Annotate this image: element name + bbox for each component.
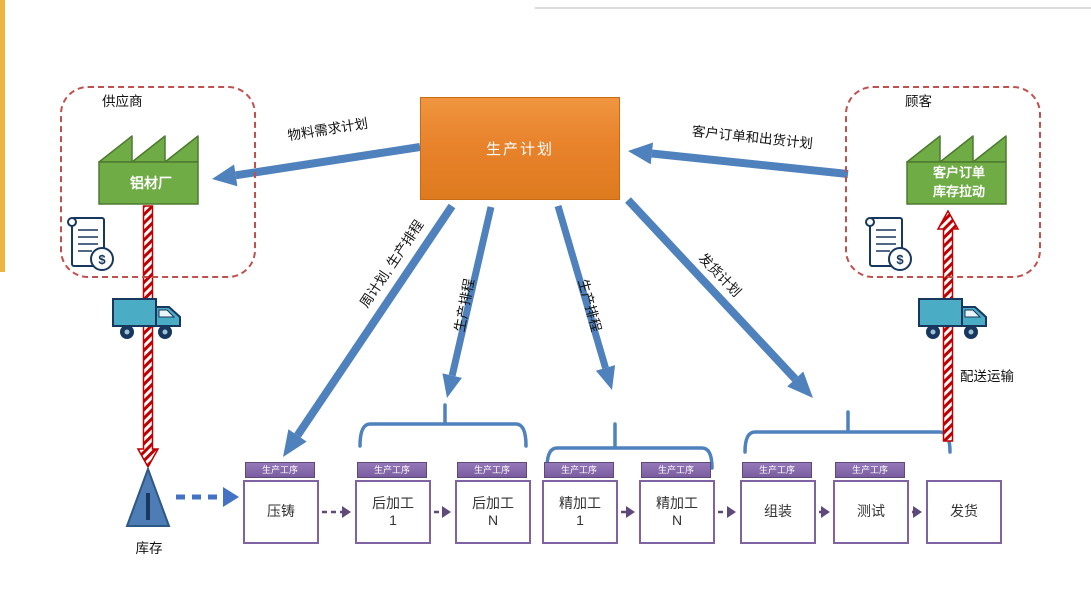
process-box-ship: 发货: [926, 480, 1002, 544]
factory-icon-customer: [906, 135, 1007, 205]
process-flow-arrow-5: [819, 506, 830, 518]
process-box-assembly: 组装: [740, 480, 816, 544]
invoice-icon-supplier: $: [67, 217, 114, 271]
flow-arrow-material-plan: [212, 143, 421, 187]
factory-icon-supplier: [98, 135, 199, 205]
left-accent-stripe: [0, 0, 5, 272]
supplier-group-box: [60, 86, 256, 278]
process-box-label2: 1: [389, 512, 397, 528]
truck-window: [964, 309, 982, 318]
truck-wheel-hub: [124, 329, 130, 335]
process-box-label: 组装: [764, 503, 792, 520]
invoice-icon-customer: $: [865, 217, 912, 271]
flow-arrow-ship-plan: [625, 197, 813, 398]
production-plan-box: 生产计划: [420, 97, 620, 200]
flow-arrow-weekly-plan: [283, 203, 456, 457]
process-flow-arrow-3: [621, 506, 635, 518]
group-brace-finishing: [545, 422, 714, 470]
customer-group-box: [845, 86, 1041, 278]
dollar-icon: $: [98, 252, 106, 267]
process-tag: 生产工序: [835, 462, 905, 478]
factory-roof: [131, 135, 166, 163]
process-tag: 生产工序: [641, 462, 711, 478]
pull-arrow-inventory: [176, 487, 239, 507]
process-box-test: 测试: [833, 480, 909, 544]
flow-arrow-schedule-left: [442, 206, 495, 398]
process-tag: 生产工序: [245, 462, 315, 478]
supplier-factory-label: 铝材厂: [130, 175, 172, 191]
factory-roof: [906, 135, 941, 163]
dollar-icon: $: [896, 252, 904, 267]
process-box-label2: N: [671, 512, 683, 528]
factory-roof: [972, 135, 1007, 163]
customer-factory-label: 客户订单 库存拉动: [903, 163, 1015, 201]
truck-icon-supplier: [112, 298, 181, 339]
factory-body: [906, 161, 1007, 205]
customer-label: 顾客: [905, 94, 932, 109]
truck-cargo: [112, 298, 157, 327]
process-tag: 生产工序: [457, 462, 527, 478]
process-box-label: 发货: [950, 503, 978, 520]
process-tag: 生产工序: [742, 462, 812, 478]
supplier-label: 供应商: [102, 94, 143, 109]
customer-factory-line1: 客户订单: [932, 165, 985, 180]
flow-arrow-schedule-right: [554, 205, 616, 390]
truck-cargo: [918, 298, 963, 327]
factory-body: [98, 161, 199, 205]
process-flow-arrow-6: [912, 506, 922, 518]
truck-wheel-hub: [968, 329, 974, 335]
process-tag: 生产工序: [357, 462, 427, 478]
top-divider-line: [535, 7, 1091, 9]
inventory-label: 库存: [135, 541, 163, 556]
truck-icon-customer: [918, 298, 987, 339]
process-flow-arrow-1: [322, 506, 351, 518]
process-box-label: 精加工: [559, 494, 601, 511]
invoice-curl: [865, 217, 875, 227]
truck-window: [158, 309, 176, 318]
process-box-label: 精加工: [656, 494, 698, 511]
customer-factory-line2: 库存拉动: [932, 184, 985, 199]
transport-label: 配送运输: [960, 369, 1014, 384]
production-plan-label: 生产计划: [485, 141, 554, 158]
truck-wheel-hub: [930, 329, 936, 335]
truck-wheel-hub: [162, 329, 168, 335]
process-tag: 生产工序: [544, 462, 614, 478]
group-brace-assembly: [743, 410, 952, 454]
factory-roof: [98, 135, 133, 163]
shipment-arrow-supplier: [136, 205, 160, 469]
invoice-curl: [67, 217, 77, 227]
process-flow-arrow-2: [434, 506, 451, 518]
process-box-label2: N: [487, 512, 499, 528]
process-box-label: 测试: [857, 503, 885, 520]
process-box-label: 压铸: [267, 503, 295, 520]
dollar-circle: [90, 247, 114, 271]
factory-roof: [164, 135, 199, 163]
inventory-triangle-icon: [125, 466, 171, 527]
dollar-circle: [888, 247, 912, 271]
process-box-label2: 1: [576, 512, 584, 528]
group-brace-postprocess: [358, 403, 528, 448]
factory-roof: [939, 135, 974, 163]
flow-arrow-customer-order: [628, 142, 849, 178]
process-box-label: 后加工: [472, 494, 514, 511]
process-flow-arrow-4: [718, 506, 736, 518]
process-box-label: 后加工: [372, 494, 414, 511]
process-box-die-casting: 压铸: [243, 480, 319, 544]
